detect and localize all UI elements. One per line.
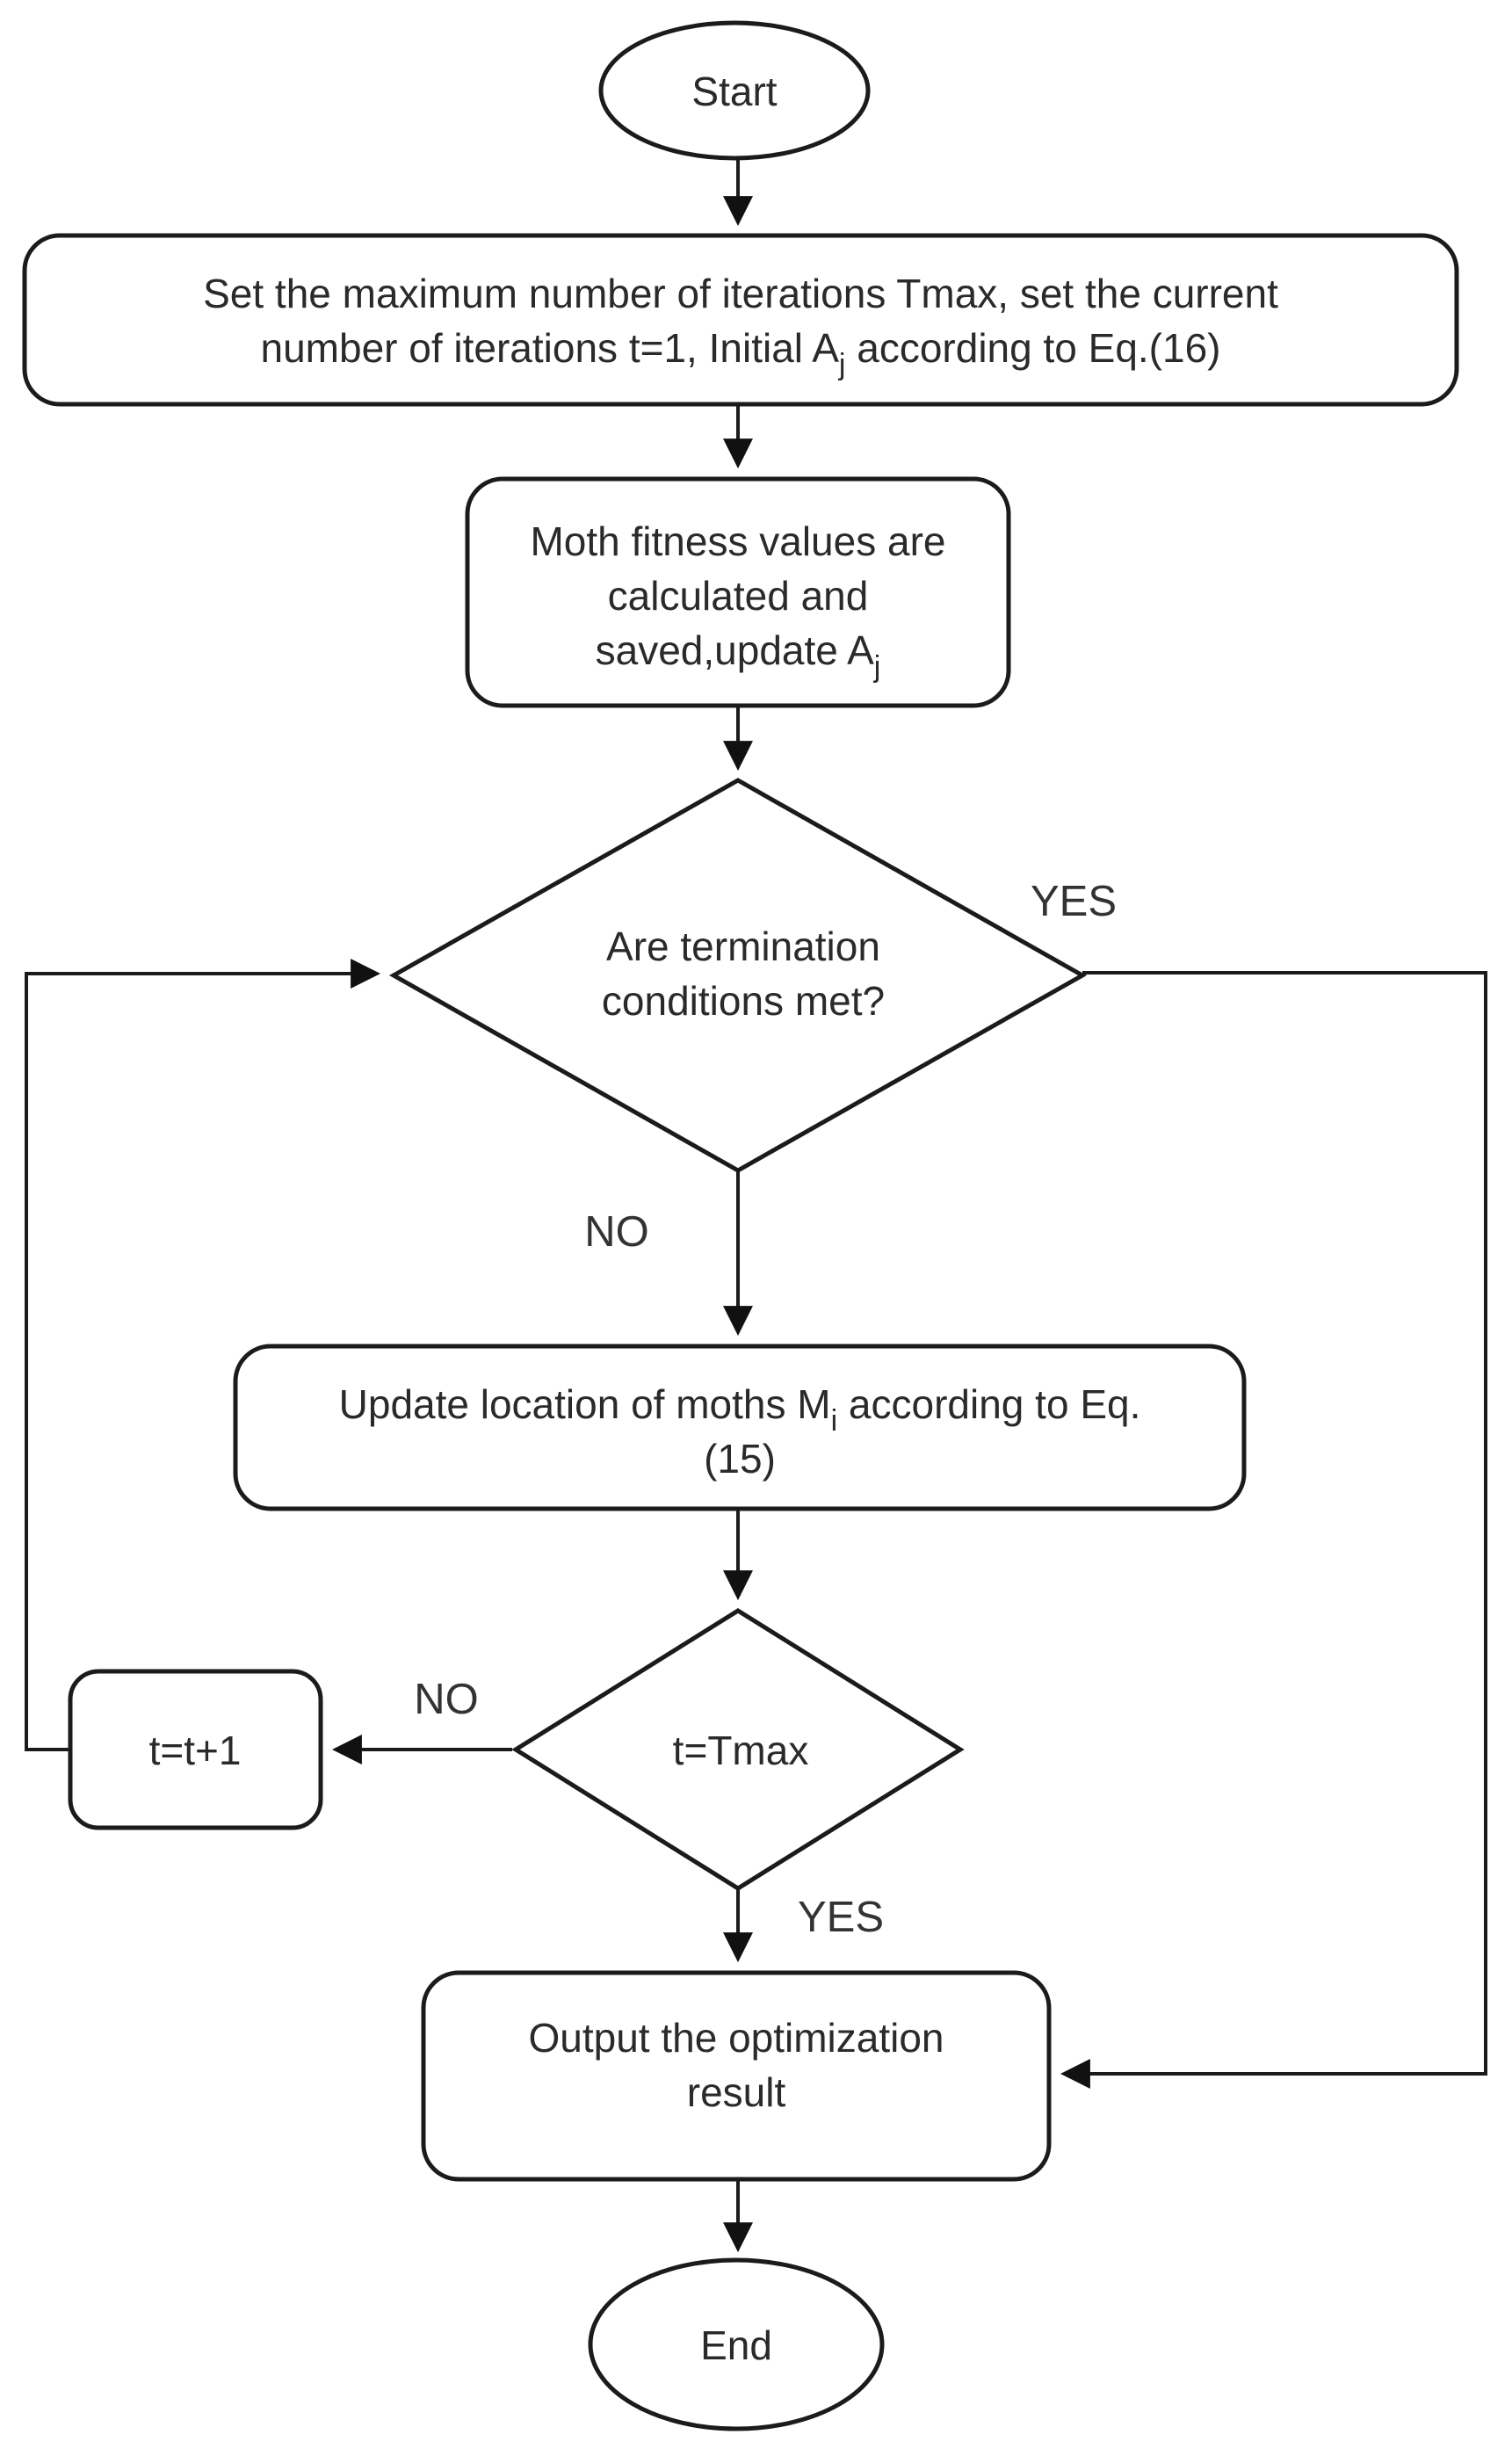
output-line2: result [687, 2069, 786, 2115]
fitness-line1: Moth fitness values are [530, 518, 945, 564]
increment-process [68, 1669, 323, 1830]
label-no-termination: NO [584, 1208, 649, 1256]
label-no-tmax: NO [414, 1676, 479, 1723]
init-line2: number of iterations t=1, Initial Aj acc… [261, 325, 1221, 381]
init-line1: Set the maximum number of iterations Tma… [203, 271, 1278, 316]
edge-termination-yes-to-output [1060, 971, 1487, 2089]
update-line2: (15) [704, 1436, 776, 1482]
end-label: End [700, 2322, 772, 2368]
tmax-decision [511, 1608, 965, 1891]
end-terminator [588, 2257, 885, 2431]
termination-line1: Are termination [606, 924, 880, 969]
output-line1: Output the optimization [528, 2015, 944, 2061]
tmax-label: t=Tmax [673, 1728, 809, 1773]
fitness-process [465, 476, 1011, 708]
init-process [22, 233, 1459, 407]
output-process [421, 1970, 1052, 2182]
update-line1: Update location of moths Mi according to… [339, 1381, 1141, 1438]
label-yes-tmax: YES [798, 1894, 884, 1941]
start-terminator [598, 20, 871, 161]
increment-label: t=t+1 [149, 1728, 242, 1773]
label-yes-termination: YES [1031, 878, 1117, 925]
update-location-process [233, 1344, 1247, 1511]
start-label: Start [691, 69, 777, 114]
fitness-line3: saved,update Aj [596, 627, 881, 684]
fitness-line2: calculated and [608, 573, 869, 619]
termination-decision [388, 778, 1088, 1173]
termination-line2: conditions met? [602, 978, 885, 1024]
edge-increment-loop-to-termination [25, 959, 381, 1751]
